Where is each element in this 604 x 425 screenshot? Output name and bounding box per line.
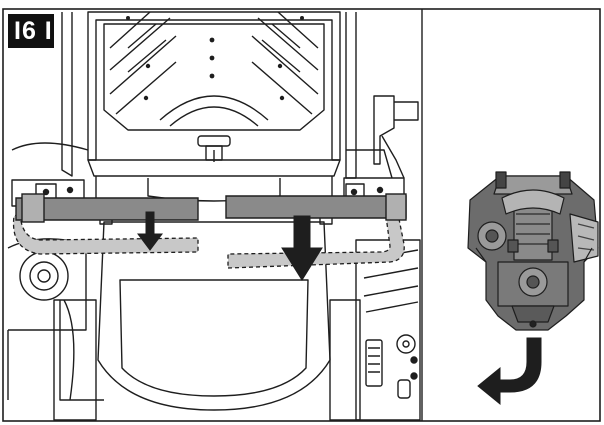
control-knob [396, 334, 416, 354]
seat-back-panel [103, 23, 325, 131]
large-down-arrow [281, 215, 323, 281]
slots-left [109, 11, 177, 115]
right-ghost-bar [227, 213, 405, 269]
rotate-arrow [477, 337, 542, 406]
slots-right [251, 11, 319, 115]
right-bolster [329, 299, 361, 421]
left-bolster [53, 299, 97, 421]
small-down-arrow [137, 211, 163, 251]
step-number-badge: I6 I [8, 14, 54, 48]
seat-arch [159, 95, 269, 121]
down-arrows [137, 211, 323, 281]
seat-cushion-inner [119, 279, 309, 397]
seat-bolts [126, 16, 304, 101]
mower-top-view [467, 171, 599, 331]
seat-ledge [87, 159, 341, 177]
seat-handle [197, 135, 231, 147]
right-post [345, 12, 357, 179]
rotate-arrow-shape [477, 337, 542, 406]
left-wheel-hub [19, 251, 69, 301]
seat-cushion [97, 221, 331, 411]
right-bar-end [385, 193, 407, 221]
right-bar [225, 195, 407, 219]
right-lever [373, 95, 395, 165]
control-slots [365, 339, 383, 387]
left-bar-end [21, 193, 45, 223]
raised-bars [15, 193, 407, 223]
diagram-frame [2, 8, 601, 422]
left-post [61, 12, 73, 177]
